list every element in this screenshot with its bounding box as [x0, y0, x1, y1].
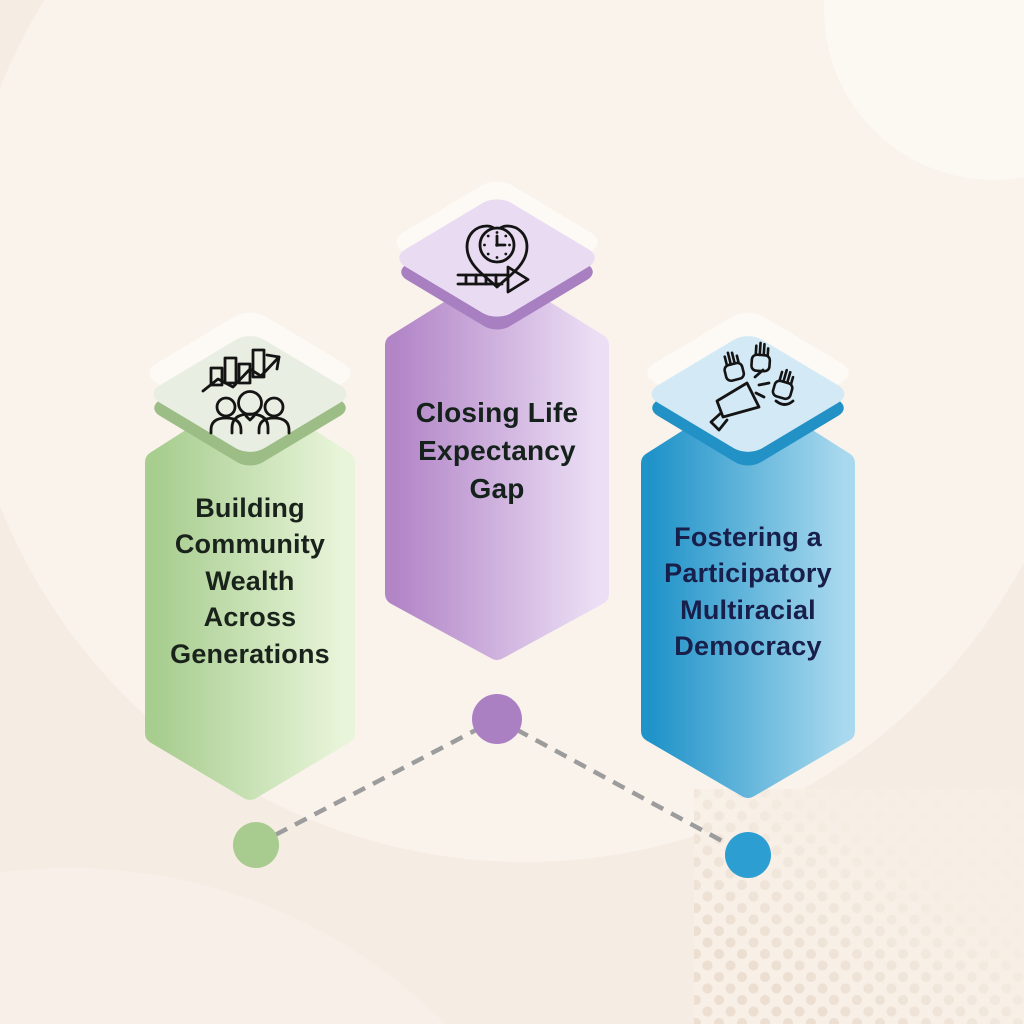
pillar-label-community-wealth: Building Community Wealth Across Generat…	[170, 493, 330, 669]
people-growth-chart-icon	[201, 348, 291, 435]
connector-line-right	[495, 717, 750, 857]
pillar-community-wealth	[145, 312, 355, 800]
pillar-label-life-expectancy: Closing Life Expectancy Gap	[415, 397, 579, 504]
connector-dot-blue	[725, 832, 771, 878]
halftone-pattern	[694, 789, 1024, 1024]
pillar-label-democracy: Fostering a Participatory Multiracial De…	[664, 522, 832, 662]
icon-diamond	[651, 336, 845, 452]
connector-line-left	[254, 717, 499, 847]
connector-dot-green	[233, 822, 279, 868]
connector-dot-purple	[472, 694, 522, 744]
connector	[233, 694, 771, 878]
heart-clock-arrow-icon	[456, 224, 530, 294]
pillar-life-expectancy	[385, 181, 609, 660]
icon-diamond	[153, 336, 347, 452]
megaphone-hands-icon	[709, 341, 799, 432]
pillar-democracy	[641, 312, 855, 798]
